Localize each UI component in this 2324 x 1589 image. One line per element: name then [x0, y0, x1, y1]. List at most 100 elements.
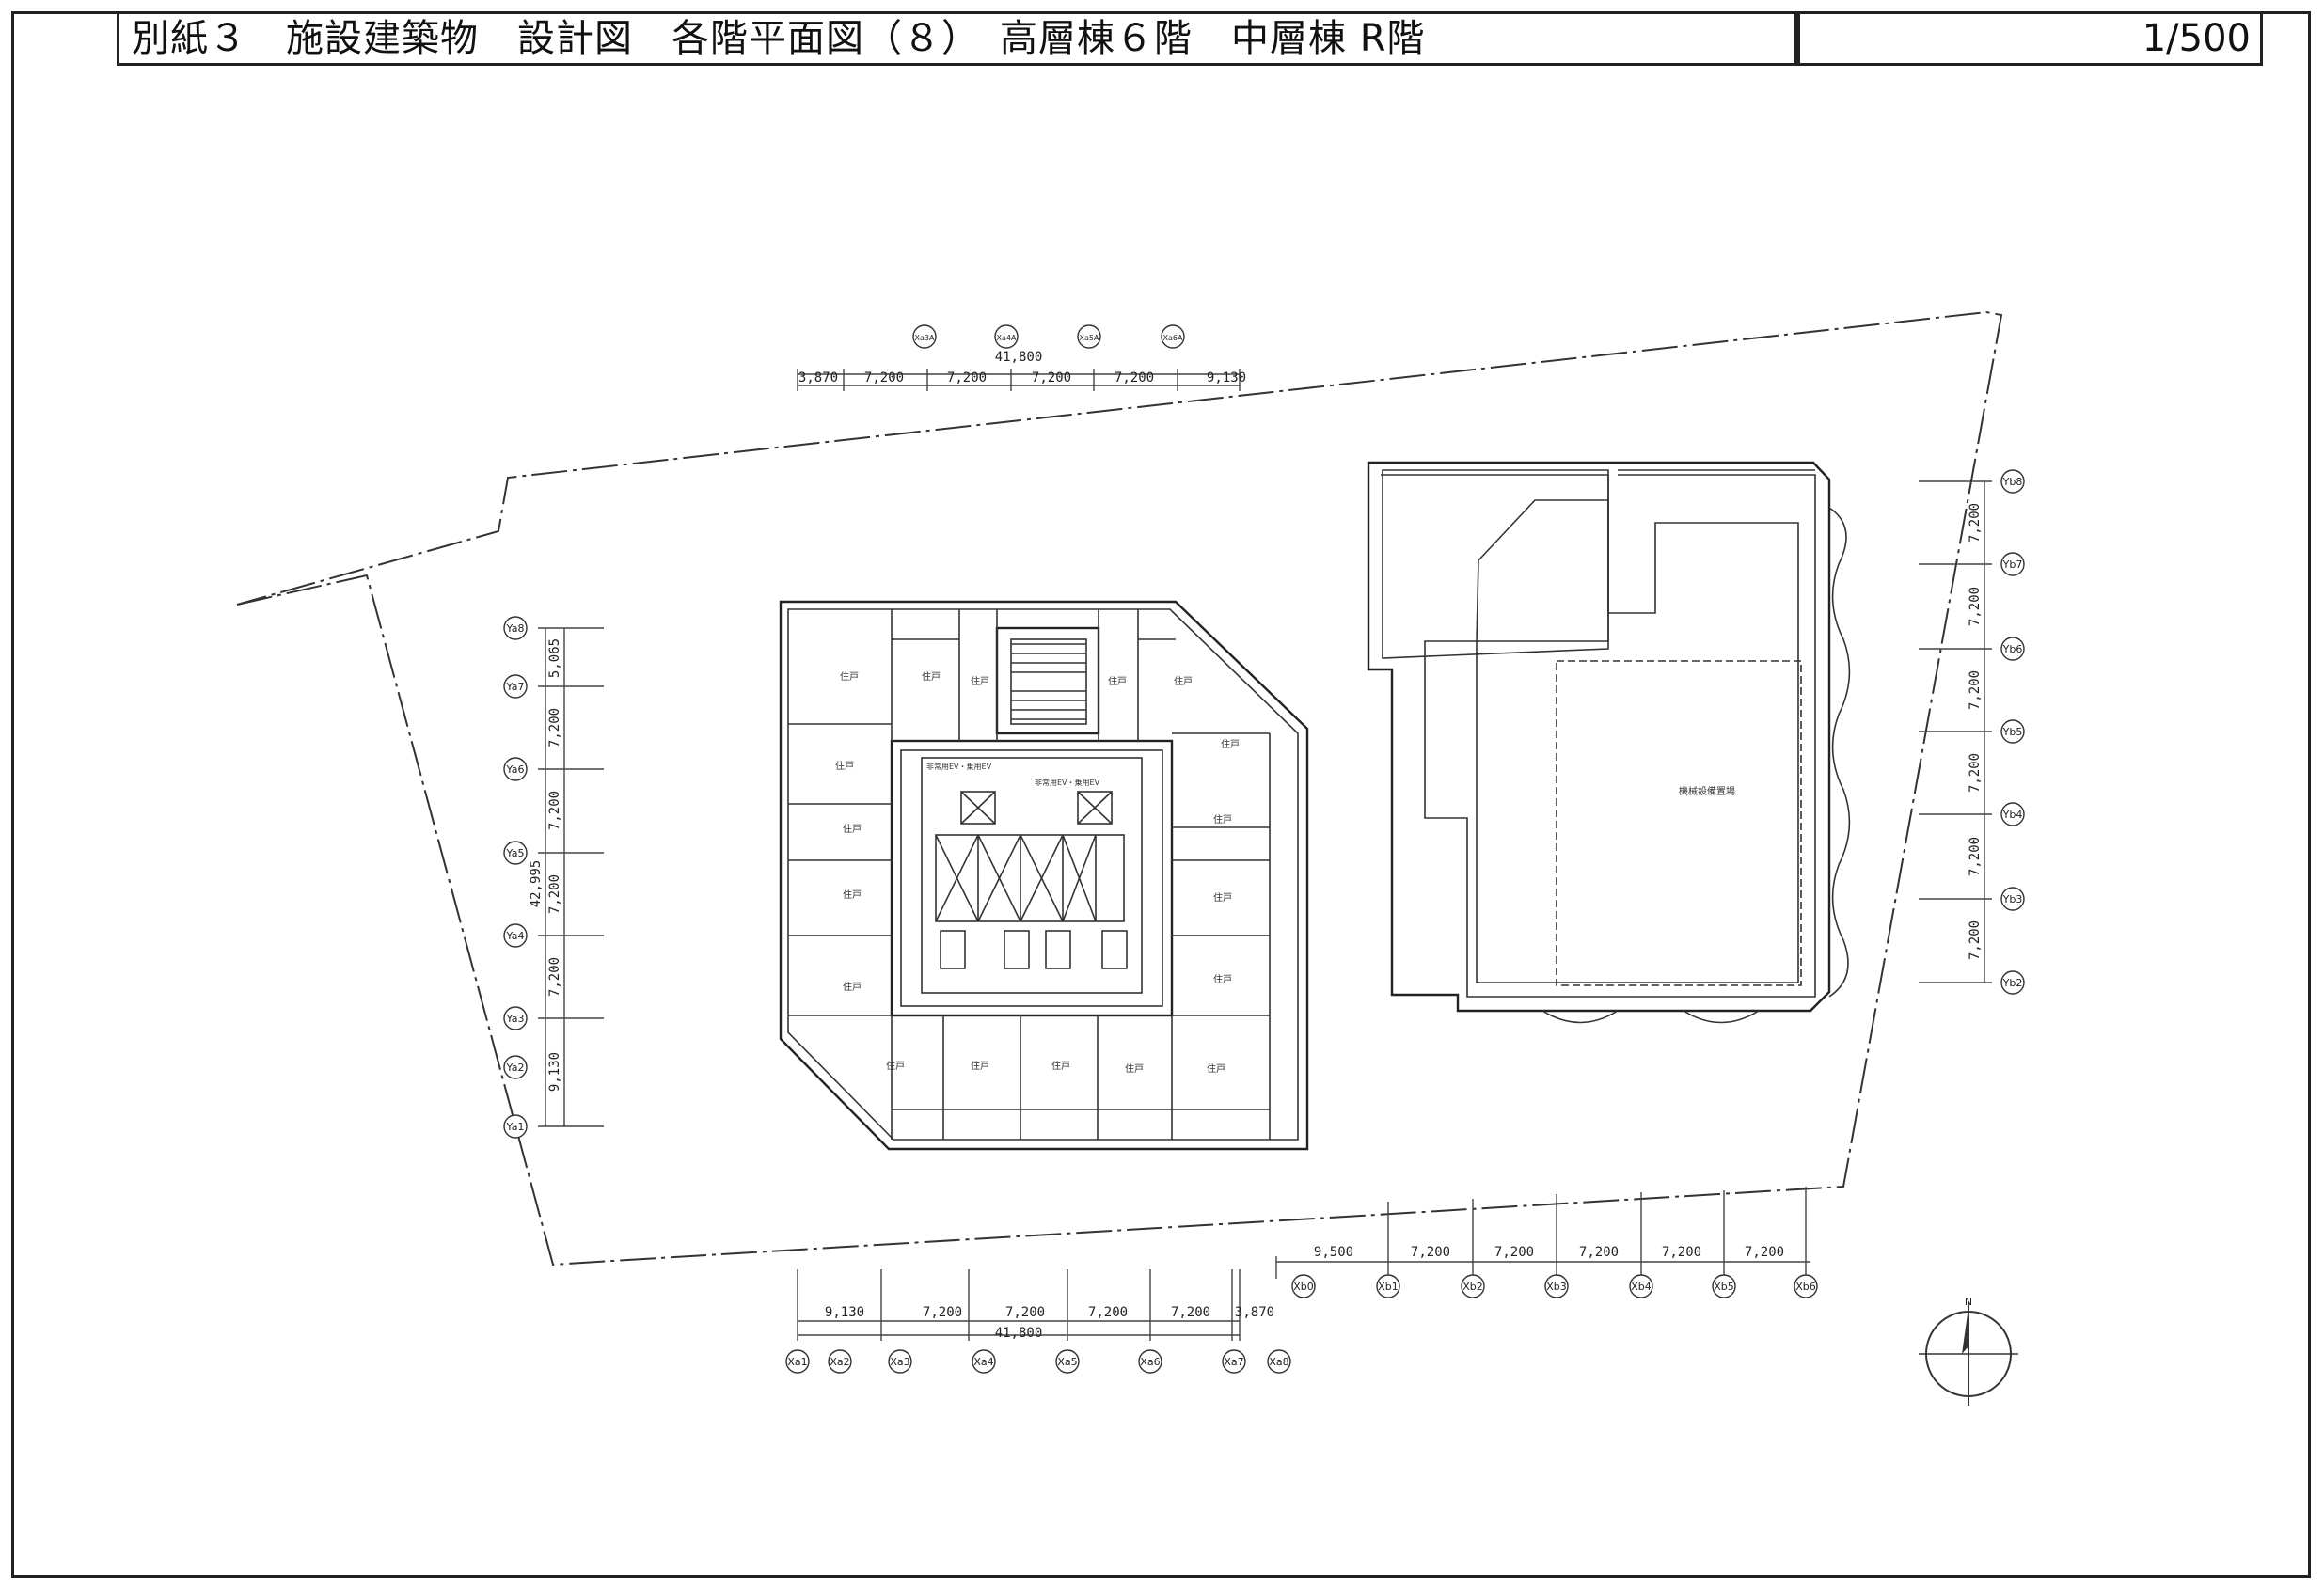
grid-label: Xa5A [1080, 334, 1099, 342]
grid-label: Yb2 [2002, 977, 2023, 989]
dim-part: 7,200 [864, 370, 904, 385]
dim-part: 7,200 [1115, 370, 1154, 385]
grid-label: Ya7 [506, 681, 525, 693]
grid-label: Yb7 [2002, 559, 2023, 571]
grid-label: Xb3 [1546, 1281, 1567, 1293]
room-label: 住戸 [1051, 1060, 1070, 1072]
room-label: 住戸 [1221, 738, 1240, 750]
north-arrow-icon: N [1919, 1296, 2018, 1406]
north-label: N [1965, 1296, 1972, 1308]
grid-label: Yb4 [2002, 809, 2023, 821]
high-rise-tower [779, 600, 1309, 1151]
grid-label: Xb1 [1378, 1281, 1399, 1293]
dim-part: 5,065 [547, 638, 562, 678]
dim-part: 7,200 [1579, 1245, 1619, 1260]
grid-label: Yb6 [2002, 643, 2023, 655]
grid-label: Ya1 [506, 1121, 525, 1133]
grid-bubble [1077, 324, 1101, 349]
grid-bubble [1161, 324, 1185, 349]
dim-part: 7,200 [947, 370, 987, 385]
grid-label: Xa8 [1269, 1356, 1288, 1368]
right-dimension: 7,200 7,200 7,200 7,200 7,200 7,200 Yb8 … [1919, 469, 2025, 995]
grid-label: Ya8 [506, 622, 525, 635]
grid-label: Xa3A [915, 334, 935, 342]
grid-label: Xa1 [787, 1356, 807, 1368]
grid-label: Xb0 [1293, 1281, 1314, 1293]
left-dimension: 5,065 7,200 7,200 7,200 7,200 9,130 42,9… [503, 616, 604, 1139]
room-label: 住戸 [840, 670, 859, 683]
dim-part: 7,200 [1968, 753, 1983, 793]
scale-box [1794, 11, 2263, 66]
dim-part: 3,870 [1235, 1305, 1274, 1320]
dim-part: 7,200 [1968, 587, 1983, 626]
room-label: 住戸 [971, 675, 989, 687]
core-label: 非常用EV・乗用EV [926, 762, 992, 771]
dim-part: 7,200 [1411, 1245, 1450, 1260]
room-label: 住戸 [1174, 675, 1193, 687]
room-label: 住戸 [1207, 1062, 1225, 1075]
grid-label: Yb8 [2002, 476, 2023, 488]
room-label: 住戸 [1213, 973, 1232, 985]
dim-part: 7,200 [547, 874, 562, 914]
room-label: 住戸 [843, 889, 862, 901]
room-label: 住戸 [1108, 675, 1127, 687]
grid-label: Yb3 [2002, 893, 2023, 905]
room-label: 住戸 [971, 1060, 989, 1072]
dim-part: 7,200 [1968, 920, 1983, 960]
xb-dimension: 9,500 7,200 7,200 7,200 7,200 7,200 Xb0 … [1275, 1187, 1818, 1298]
sheet-scale: 1/500 [2142, 17, 2251, 60]
room-label: 住戸 [835, 760, 854, 772]
dim-part: 7,200 [547, 708, 562, 747]
room-label: 住戸 [886, 1060, 905, 1072]
mid-rise-roof: 機械設備置場 [1367, 461, 1851, 1024]
grid-label: Xb2 [1462, 1281, 1483, 1293]
dim-part: 7,200 [1088, 1305, 1128, 1320]
site-boundary [236, 310, 2003, 1266]
grid-label: Xb6 [1795, 1281, 1816, 1293]
grid-label: Xb4 [1631, 1281, 1652, 1293]
dim-part: 7,200 [1494, 1245, 1534, 1260]
grid-bubble [912, 324, 937, 349]
dim-total-left: 42,995 [529, 860, 544, 908]
dim-part: 9,500 [1314, 1245, 1353, 1260]
dim-part: 7,200 [1032, 370, 1071, 385]
dim-part: 9,130 [1207, 370, 1246, 385]
grid-label: Ya4 [506, 930, 525, 942]
grid-label: Ya6 [506, 763, 525, 776]
grid-label: Xa6 [1140, 1356, 1160, 1368]
top-dimension: 41,800 3,870 7,200 7,200 7,200 7,200 9,1… [797, 324, 1246, 391]
grid-label: Ya3 [506, 1013, 525, 1025]
dim-part: 7,200 [923, 1305, 962, 1320]
dim-part: 7,200 [1968, 670, 1983, 710]
dim-part: 7,200 [1968, 503, 1983, 543]
dim-part: 7,200 [1745, 1245, 1784, 1260]
dim-part: 9,130 [547, 1052, 562, 1092]
grid-label: Ya2 [506, 1062, 525, 1074]
dim-part: 7,200 [547, 957, 562, 997]
title-box [117, 11, 1800, 66]
dim-part: 7,200 [1171, 1305, 1210, 1320]
dim-part: 7,200 [547, 791, 562, 830]
grid-label: Xa4A [997, 334, 1017, 342]
grid-label: Yb5 [2002, 726, 2023, 738]
dim-part: 3,870 [798, 370, 838, 385]
core-label: 非常用EV・乗用EV [1035, 778, 1100, 787]
dim-total-top: 41,800 [995, 350, 1043, 365]
room-label: 住戸 [843, 823, 862, 835]
room-label: 住戸 [1213, 813, 1232, 826]
grid-label: Xa5 [1057, 1356, 1077, 1368]
grid-label: Xa6A [1163, 334, 1183, 342]
grid-label: Xa3 [890, 1356, 909, 1368]
grid-label: Xa7 [1224, 1356, 1243, 1368]
room-label: 住戸 [1125, 1062, 1144, 1075]
dim-part: 7,200 [1005, 1305, 1045, 1320]
grid-label: Xa2 [830, 1356, 849, 1368]
dim-total-bottom: 41,800 [995, 1326, 1043, 1341]
grid-bubble [994, 324, 1019, 349]
dim-part: 7,200 [1968, 837, 1983, 876]
room-labels: 住戸 住戸 住戸 住戸 住戸 住戸 住戸 住戸 住戸 住戸 住戸 住戸 住戸 住… [835, 670, 1240, 1075]
grid-label: Xb5 [1714, 1281, 1734, 1293]
room-label: 住戸 [843, 981, 862, 993]
dim-part: 9,130 [825, 1305, 864, 1320]
